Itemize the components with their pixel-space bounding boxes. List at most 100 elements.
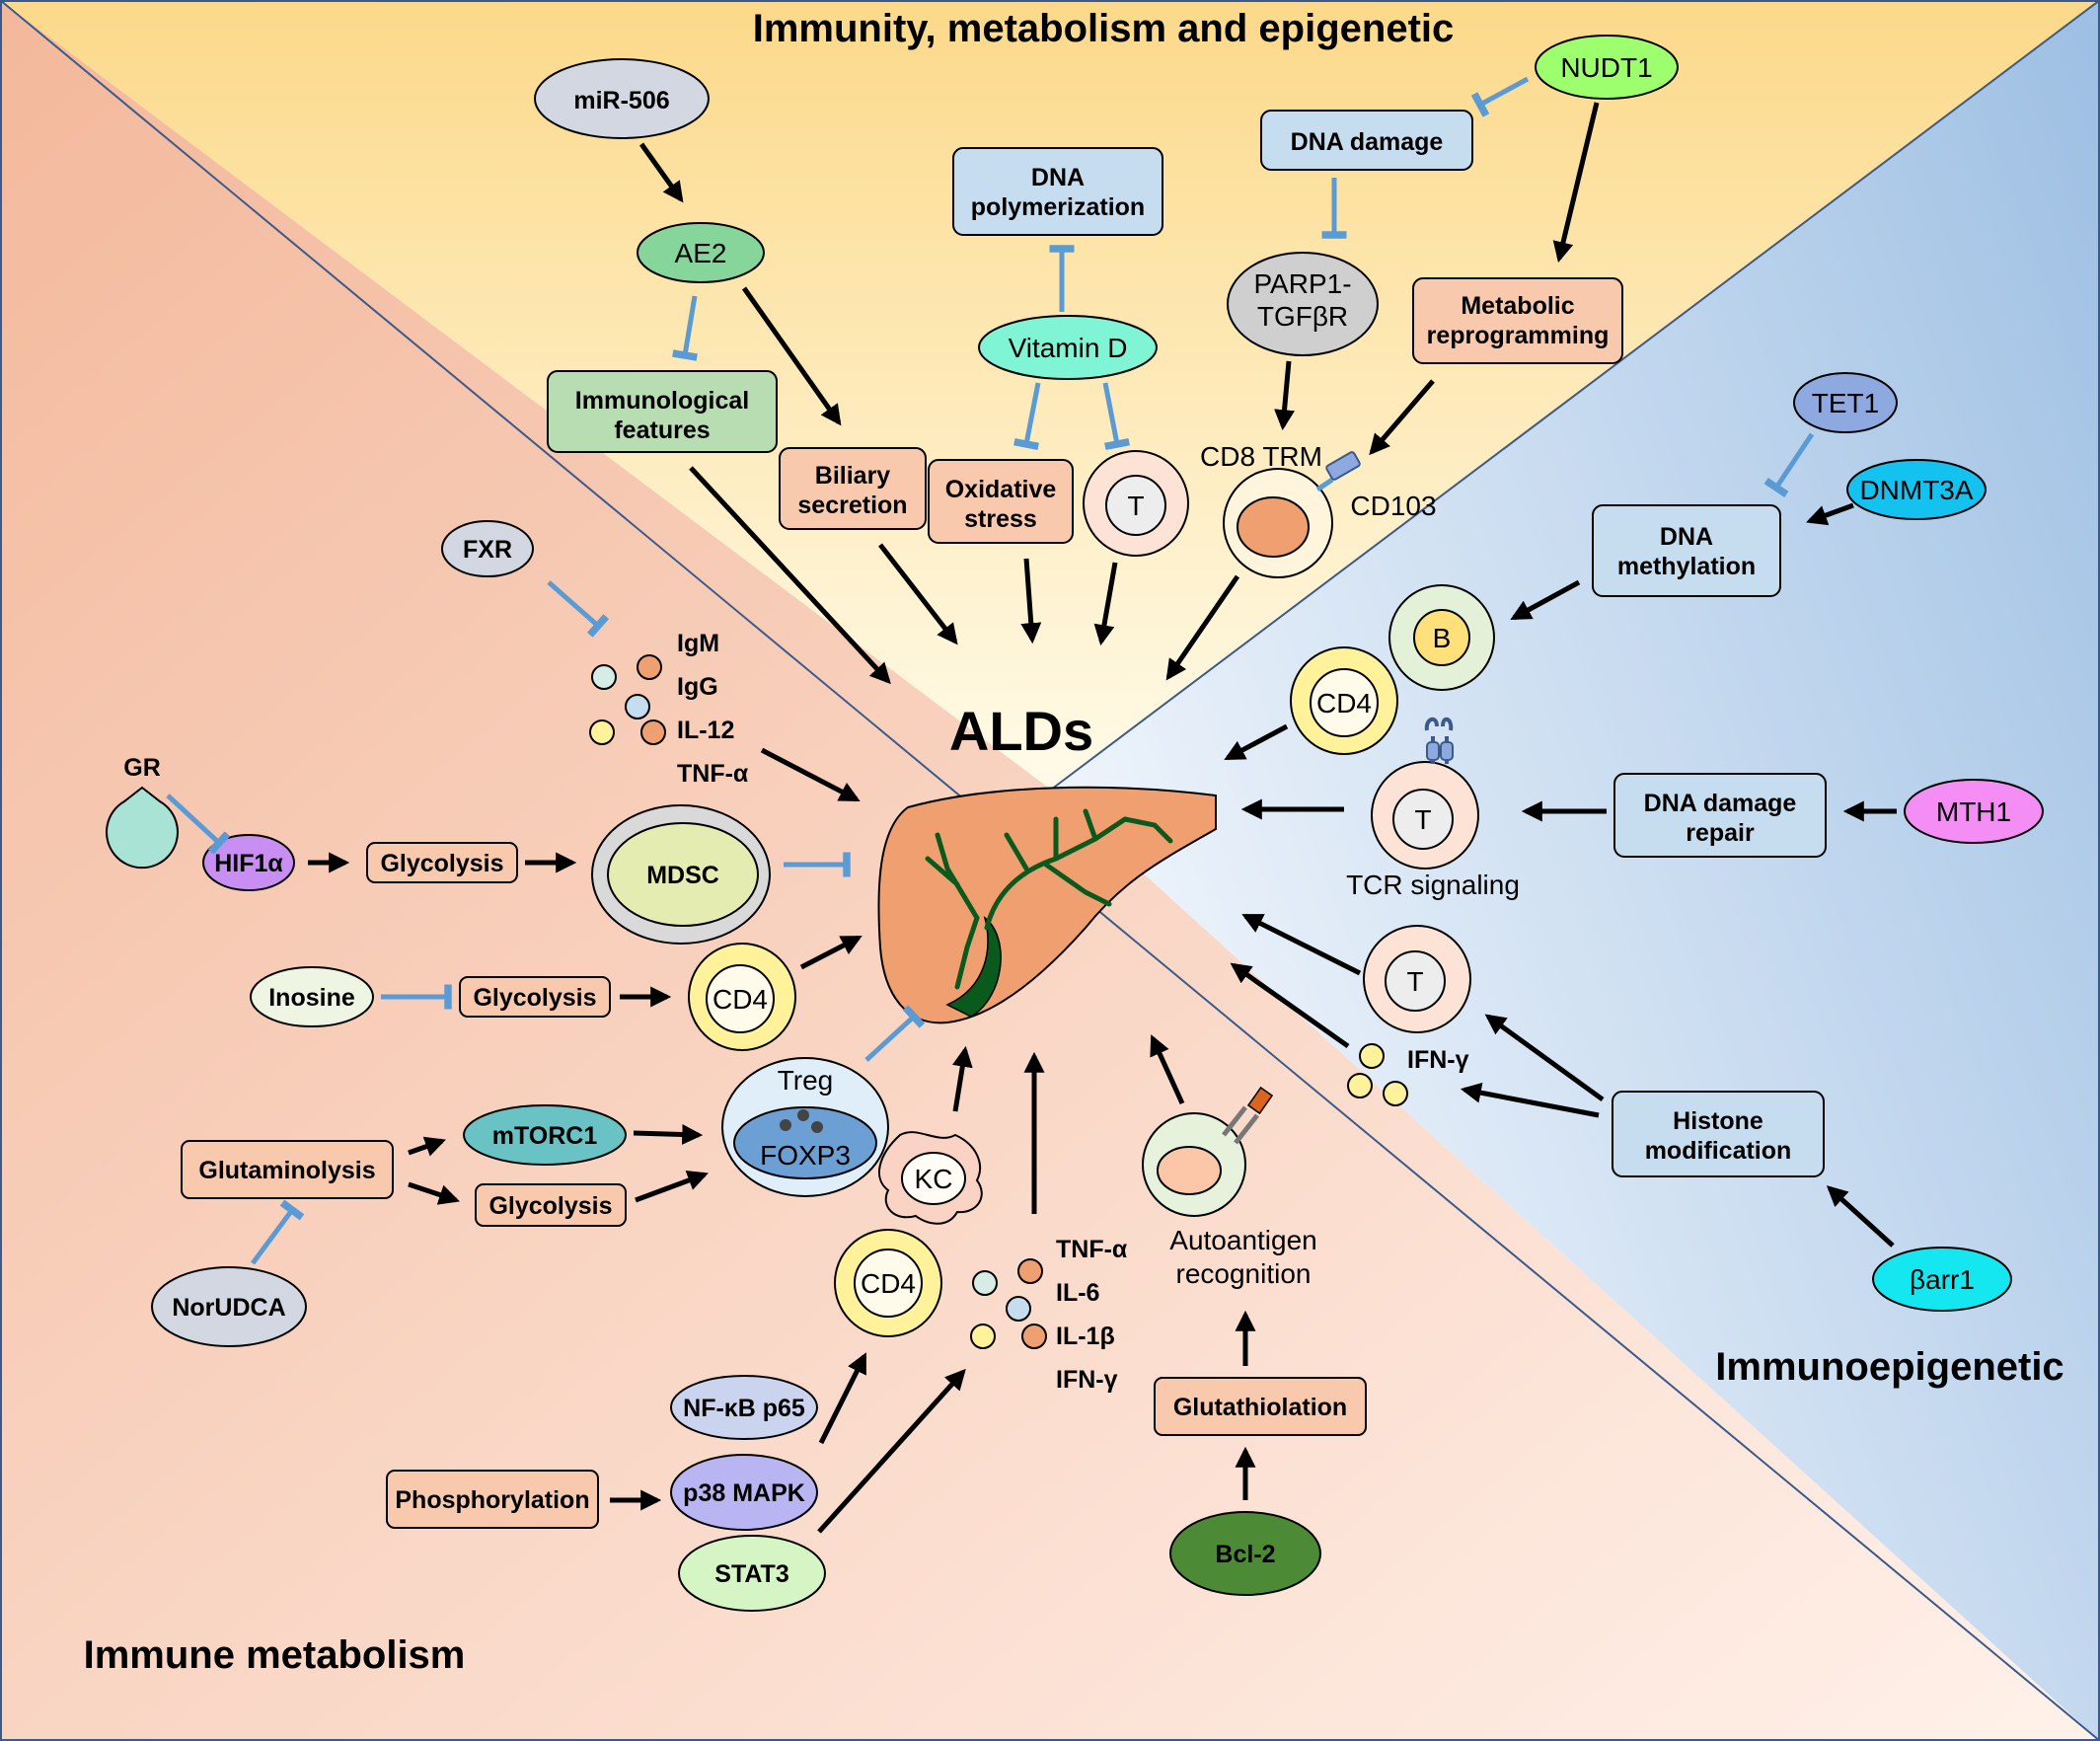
immunological-features-label-1: Immunological [575,387,749,415]
liver-icon [877,786,1217,1024]
oxidative-stress-label-2: stress [964,505,1037,533]
t-cell-top-inner [1105,475,1166,536]
phosphorylation-box [386,1470,599,1529]
dnmt3a-label: DNMT3A [1859,475,1973,505]
nfkb-label: NF-κB p65 [683,1395,805,1422]
dna-methylation-box [1592,504,1781,597]
tet1-label: TET1 [1812,388,1879,418]
vitamin-d-node [978,315,1158,380]
dna-damage-repair-label-2: repair [1686,819,1755,847]
norudca-label: NorUDCA [172,1294,285,1322]
section-title-top: Immunity, metabolism and epigenetic [753,7,1455,50]
metabolic-reprogramming-label-2: reprogramming [1427,322,1610,349]
foxp3-nucleus [733,1106,877,1179]
mir506-node [534,58,710,139]
kc-nucleus [901,1152,966,1205]
b-cell-inner [1413,609,1470,666]
glycolysis-2-box [459,976,611,1018]
glutathiolation-box [1154,1377,1367,1436]
foxp3-label: FOXP3 [760,1140,851,1171]
ifng-right-label: IFN-γ [1407,1046,1469,1074]
cd4-right-label: CD4 [1316,688,1372,719]
mdsc-inner [607,822,759,927]
glutaminolysis-label: Glutaminolysis [198,1157,375,1184]
glutathiolation-label: Glutathiolation [1173,1394,1347,1421]
top-section: miR-506 AE2 Immunological features Bilia… [534,35,1679,578]
oxidative-stress-box [928,459,1074,544]
immunological-features-label-2: features [614,416,710,444]
right-section: TET1 DNMT3A DNA methylation B CD4 T TCR … [1290,372,2044,1312]
barr1-label: βarr1 [1910,1264,1975,1295]
il12-label: IL-12 [677,717,734,744]
ae2-node [637,222,765,283]
dna-damage-repair-box [1613,773,1827,858]
nudt1-node [1535,35,1679,100]
dna-damage-box [1260,110,1473,171]
immunological-features-box [547,370,778,453]
biliary-secretion-box [779,447,927,530]
dna-polymerization-label-1: DNA [1031,164,1085,191]
mtorc1-node [463,1104,627,1166]
inosine-label: Inosine [268,984,355,1012]
activation-arrows [308,102,1897,1534]
t-right-inner [1385,950,1446,1012]
tnfa-bottom-label: TNF-α [1056,1236,1128,1263]
igg-label: IgG [677,673,718,701]
inhibition-edges [166,76,1815,1265]
inosine-node [250,966,374,1027]
il1b-label: IL-1β [1056,1323,1115,1350]
glutaminolysis-box [181,1140,394,1199]
metabolic-reprogramming-label-1: Metabolic [1461,292,1574,320]
fxr-node [441,520,534,577]
oxidative-stress-label-1: Oxidative [945,476,1057,503]
mdsc-label: MDSC [646,862,719,889]
autoantigen-nucleus [1157,1146,1222,1195]
cd4-bottom-inner [854,1249,923,1318]
t-right-label: T [1406,966,1423,997]
glycolysis-2-label: Glycolysis [473,984,596,1012]
histone-modification-label-1: Histone [1673,1107,1763,1135]
cytokine-dots-top [589,654,666,745]
stat3-node [678,1535,826,1612]
section-title-right: Immunoepigenetic [1715,1345,2063,1389]
p38-label: p38 MAPK [683,1479,805,1507]
histone-modification-box [1612,1091,1825,1177]
cd103-label: CD103 [1350,491,1436,521]
dna-polymerization-box [952,147,1163,236]
dna-methylation-label-1: DNA [1660,523,1713,551]
right-region [1051,0,2100,1741]
barr1-node [1872,1247,2012,1312]
cd8-trm-nucleus [1237,496,1310,558]
ae2-label: AE2 [675,238,727,268]
ifng-bottom-label: IFN-γ [1056,1366,1118,1394]
dna-damage-repair-label-1: DNA damage [1644,790,1797,817]
center-title: ALDs [949,700,1093,762]
cd4-right-inner [1310,668,1379,737]
gr-label: GR [123,754,161,782]
mir506-label: miR-506 [573,87,669,114]
parp1-node [1227,252,1379,356]
foxp3-granules [780,1109,823,1133]
glycolysis-1-box [366,842,518,883]
cd8-trm-label: CD8 TRM [1200,441,1322,472]
norudca-node [151,1266,307,1347]
hif1a-label: HIF1α [214,850,283,877]
histone-modification-label-2: modification [1645,1137,1792,1165]
t-tcr-label: T [1414,804,1431,835]
mth1-label: MTH1 [1936,796,2011,827]
t-cell-top-label: T [1127,491,1144,521]
tcr-peptide-icon [1222,1086,1274,1145]
tcr-receptor-icon [1424,717,1454,764]
cd4-bottom-label: CD4 [861,1268,916,1299]
mth1-node [1904,779,2044,844]
biliary-secretion-label-2: secretion [797,492,907,519]
autoantigen-label-2: recognition [1176,1258,1312,1289]
parp1-label-2: TGFβR [1257,301,1348,332]
bcl2-label: Bcl-2 [1215,1541,1275,1568]
cd4-left-inner [706,964,775,1033]
kc-label: KC [915,1164,953,1194]
dna-polymerization-label-2: polymerization [971,193,1145,221]
t-tcr-inner [1392,789,1454,850]
b-cell-label: B [1433,623,1452,653]
